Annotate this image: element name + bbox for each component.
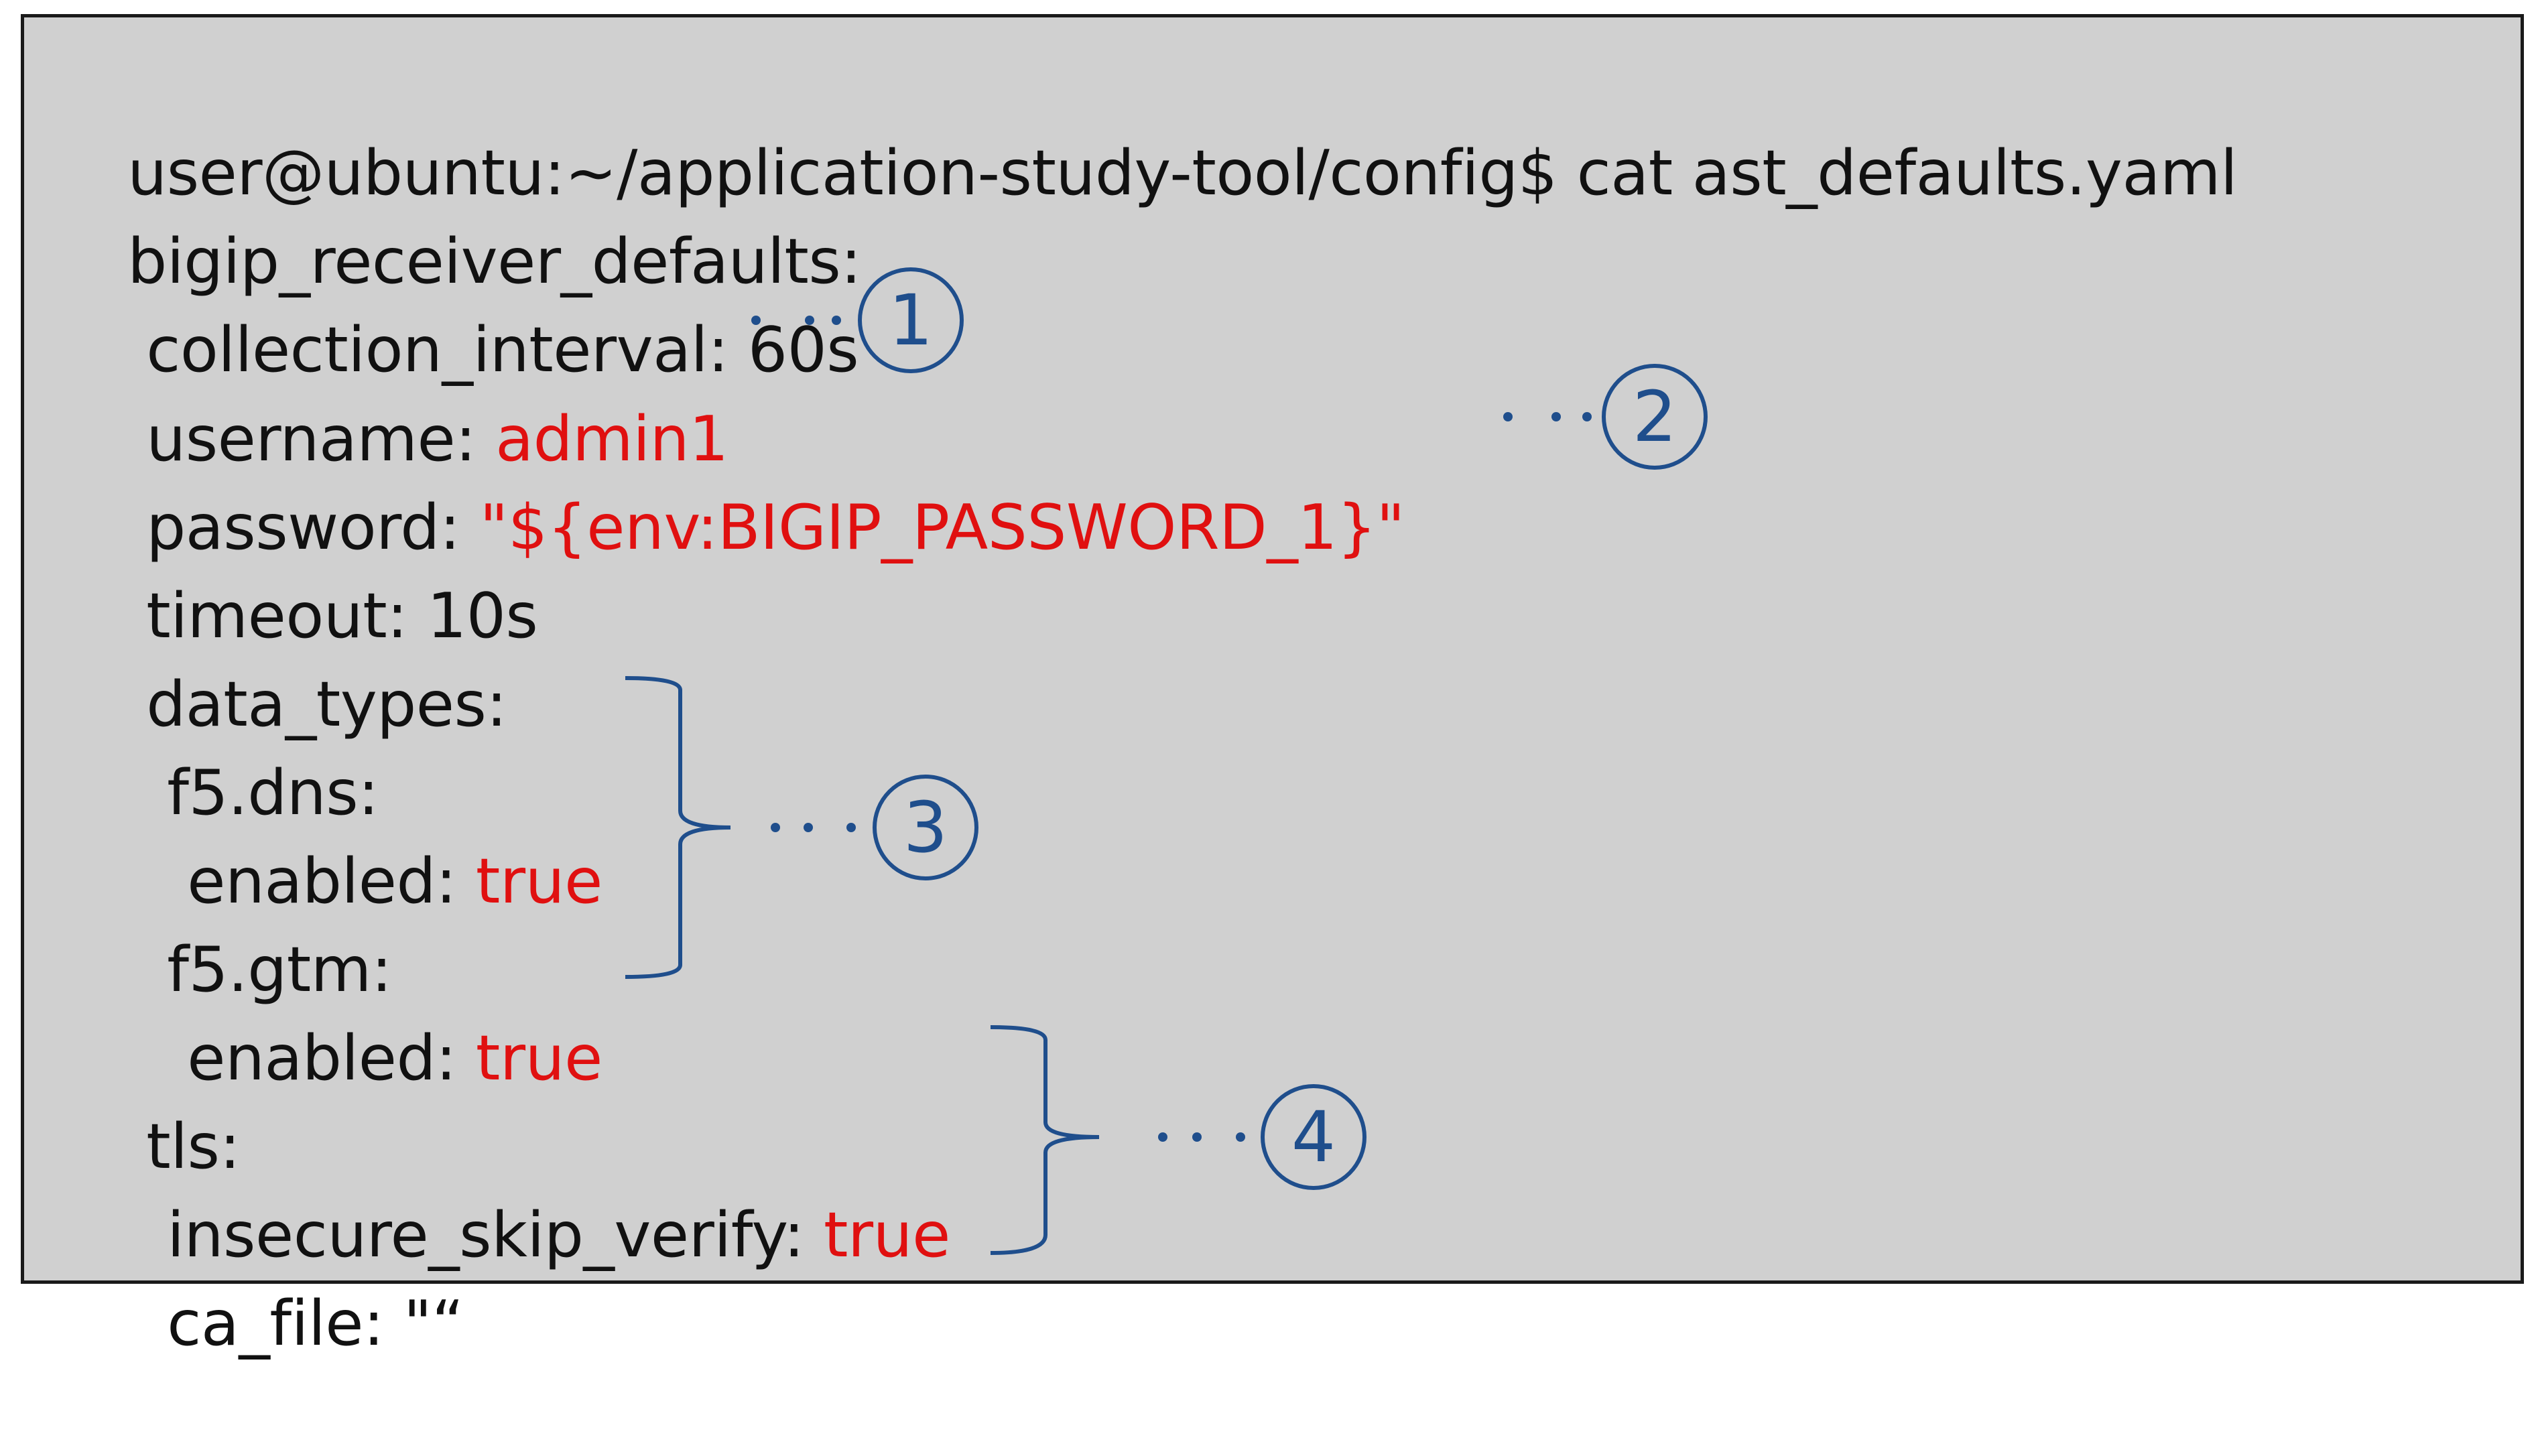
- yaml-key: password:: [146, 491, 480, 564]
- yaml-value-gtm-enabled: true: [475, 1022, 602, 1094]
- yaml-line-ca-file: ca_file: "“: [89, 1191, 464, 1360]
- yaml-line-f5-gtm: f5.gtm:: [89, 837, 392, 1006]
- yaml-key: insecure_skip_verify:: [167, 1199, 824, 1271]
- yaml-line-root: bigip_receiver_defaults:: [50, 129, 861, 297]
- command-line: user@ubuntu:~/application-study-tool/con…: [50, 40, 2238, 209]
- yaml-key: enabled:: [187, 845, 476, 917]
- yaml-line-insecure-skip-verify: insecure_skip_verify: true: [89, 1102, 950, 1271]
- yaml-value-password: "${env:BIGIP_PASSWORD_1}": [479, 491, 1405, 564]
- yaml-key: f5.dns:: [167, 756, 379, 829]
- yaml-key: ca_file: "“: [167, 1287, 464, 1360]
- yaml-line-f5-dns: f5.dns:: [89, 660, 379, 829]
- yaml-key: enabled:: [187, 1022, 476, 1094]
- yaml-line-password: password: "${env:BIGIP_PASSWORD_1}": [68, 395, 1405, 564]
- yaml-line-collection-interval: collection_interval: 60s: [68, 217, 859, 386]
- yaml-key: timeout: 10s: [146, 580, 538, 652]
- yaml-line-timeout: timeout: 10s: [68, 483, 538, 652]
- shell-command: cat ast_defaults.yaml: [1557, 137, 2238, 209]
- yaml-key: data_types:: [146, 668, 507, 740]
- yaml-key: username:: [146, 403, 496, 475]
- yaml-line-dns-enabled: enabled: true: [109, 748, 602, 917]
- yaml-line-data-types: data_types:: [68, 572, 507, 740]
- yaml-key: tls:: [146, 1110, 241, 1183]
- yaml-line-username: username: admin1: [68, 306, 728, 475]
- yaml-key: f5.gtm:: [167, 933, 392, 1006]
- shell-prompt: user@ubuntu:~/application-study-tool/con…: [127, 137, 1558, 209]
- yaml-key: collection_interval: 60s: [146, 314, 859, 386]
- terminal-window: user@ubuntu:~/application-study-tool/con…: [21, 14, 2524, 1360]
- yaml-value-insecure-skip-verify: true: [823, 1199, 950, 1271]
- yaml-value-username: admin1: [495, 403, 728, 475]
- yaml-value-dns-enabled: true: [475, 845, 602, 917]
- yaml-line-tls: tls:: [68, 1014, 241, 1183]
- yaml-key: bigip_receiver_defaults:: [127, 225, 862, 297]
- yaml-line-gtm-enabled: enabled: true: [109, 925, 602, 1094]
